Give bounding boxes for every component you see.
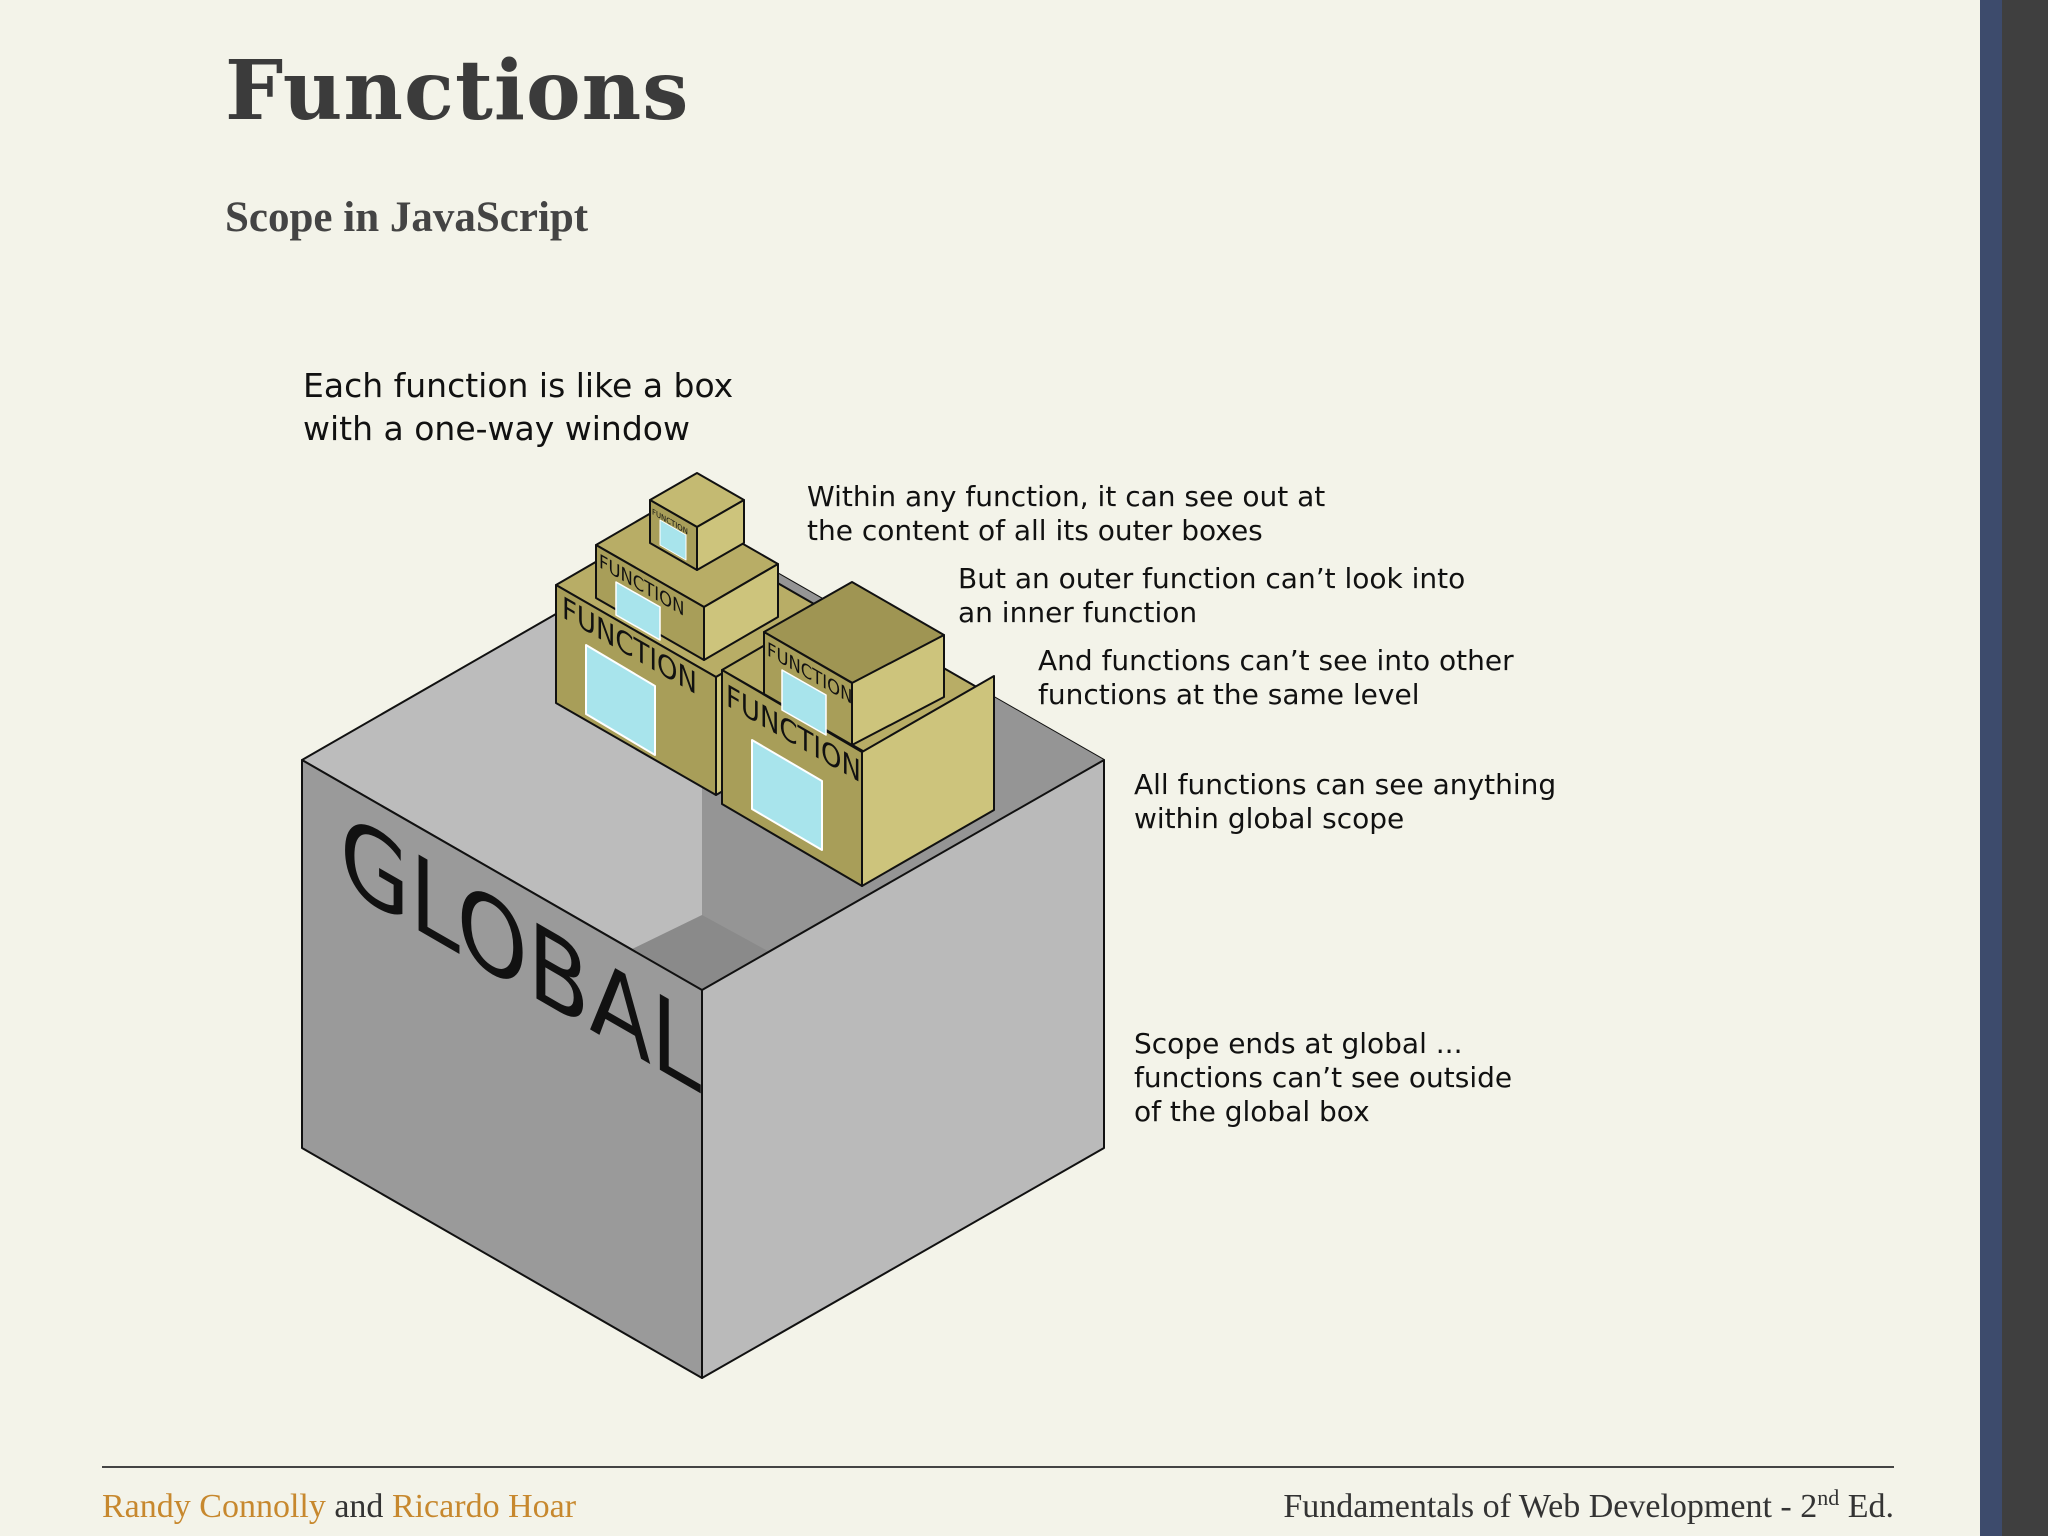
annotation-line: Scope ends at global ...	[1134, 1027, 1512, 1061]
annotation-line: within global scope	[1134, 802, 1556, 836]
intro-caption: Each function is like a box with a one-w…	[303, 364, 733, 450]
annotation-line: an inner function	[958, 596, 1465, 630]
annotation-line: of the global box	[1134, 1095, 1512, 1129]
annotation-scope-ends: Scope ends at global ... functions can’t…	[1134, 1027, 1512, 1129]
annotation-outer-visibility: Within any function, it can see out at t…	[807, 480, 1325, 548]
annotation-line: All functions can see anything	[1134, 768, 1556, 802]
footer-book-title: Fundamentals of Web Development - 2nd Ed…	[1283, 1488, 1894, 1526]
edition-suffix: Ed.	[1848, 1488, 1894, 1525]
author-name: Ricardo Hoar	[392, 1488, 576, 1525]
annotation-line: the content of all its outer boxes	[807, 514, 1325, 548]
annotation-same-level: And functions can’t see into other funct…	[1038, 644, 1514, 712]
annotation-global-visible: All functions can see anything within gl…	[1134, 768, 1556, 836]
annotation-inner-hidden: But an outer function can’t look into an…	[958, 562, 1465, 630]
author-conjunction: and	[334, 1488, 383, 1525]
book-title: Fundamentals of Web Development - 2	[1283, 1488, 1817, 1525]
annotation-line: functions at the same level	[1038, 678, 1514, 712]
author-name: Randy Connolly	[102, 1488, 326, 1525]
footer-divider	[102, 1466, 1894, 1468]
edition-superscript: nd	[1817, 1485, 1839, 1510]
annotation-line: And functions can’t see into other	[1038, 644, 1514, 678]
intro-line-1: Each function is like a box	[303, 364, 733, 407]
annotation-line: Within any function, it can see out at	[807, 480, 1325, 514]
annotation-line: But an outer function can’t look into	[958, 562, 1465, 596]
annotation-line: functions can’t see outside	[1134, 1061, 1512, 1095]
footer-authors: Randy Connolly and Ricardo Hoar	[102, 1488, 576, 1526]
intro-line-2: with a one-way window	[303, 407, 733, 450]
